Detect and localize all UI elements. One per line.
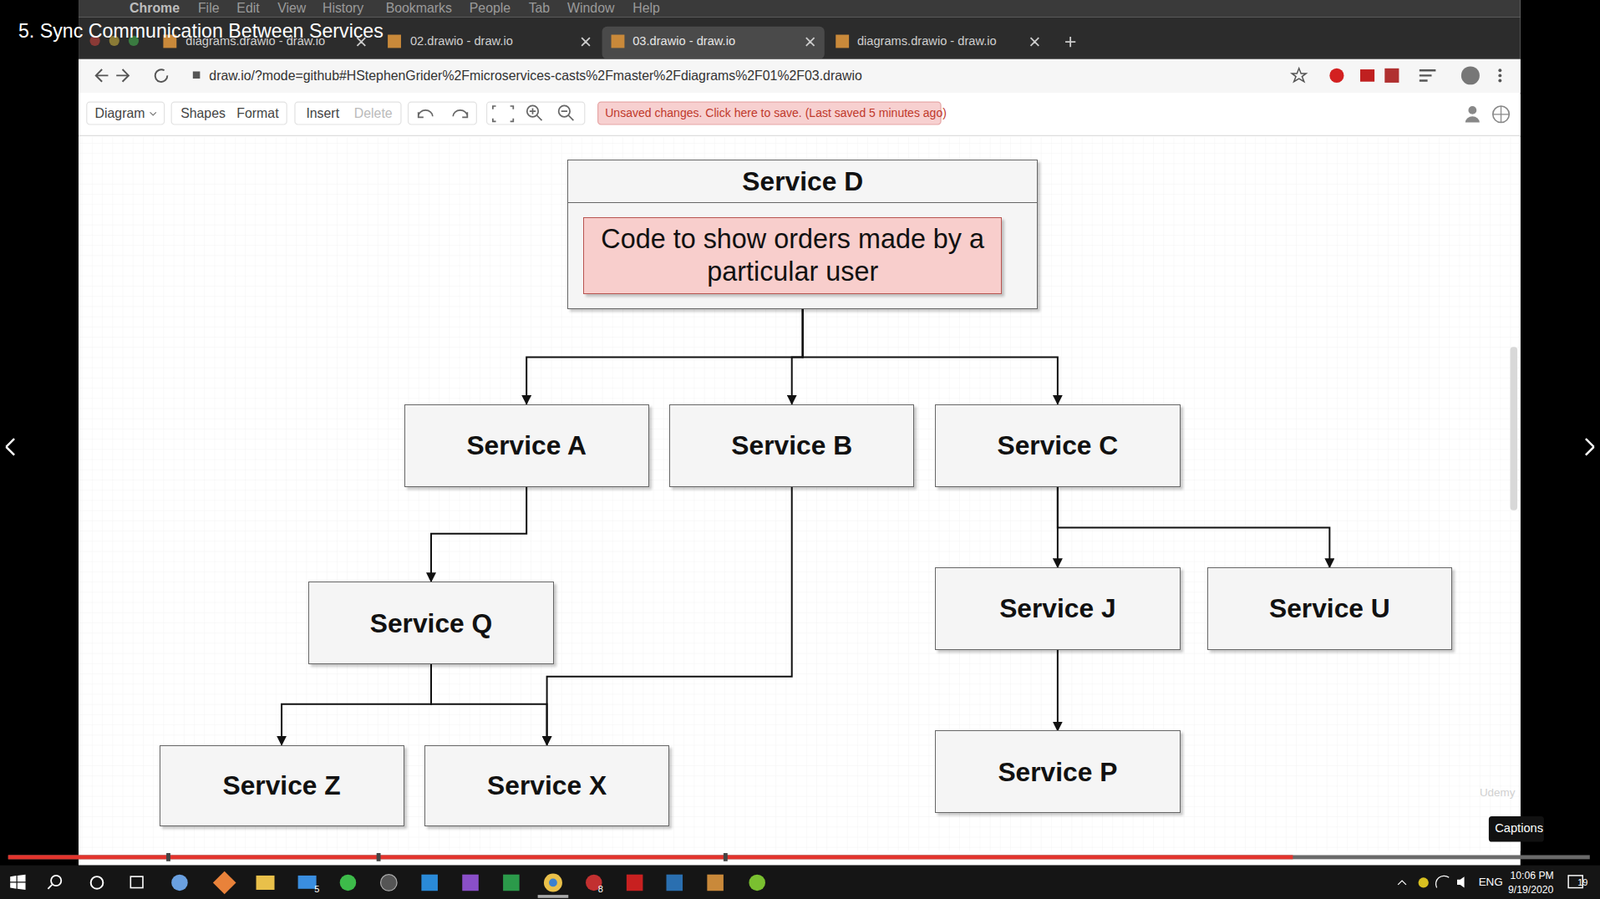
- connector-arrow: [1056, 487, 1059, 568]
- box-label: Service J: [999, 592, 1116, 625]
- address-url: draw.io/?mode=github#HStephenGrider%2Fmi…: [208, 67, 862, 84]
- save-notice: Unsaved changes. Click here to save. (La…: [604, 106, 947, 121]
- note-box: Code to show orders made by a particular…: [583, 217, 1002, 295]
- service-box: Service D Code to show orders made by a p…: [567, 159, 1038, 310]
- badge-number: 5: [314, 883, 320, 895]
- connector-arrow: [281, 664, 432, 745]
- menu-item: Chrome: [129, 0, 180, 16]
- menu-item: View: [277, 0, 306, 16]
- box-label: Service Z: [222, 769, 341, 802]
- service-box: Service P: [934, 730, 1181, 813]
- service-box: Service X: [424, 745, 670, 828]
- menu-item: Window: [567, 0, 615, 16]
- connector-arrow: [802, 309, 1058, 405]
- toolbar-button: Shapes: [180, 105, 226, 122]
- connector-arrow: [1057, 487, 1330, 568]
- connector-arrow: [1056, 650, 1059, 731]
- box-label: Service X: [487, 769, 607, 802]
- toolbar-button: Delete: [354, 105, 393, 122]
- menu-item: File: [198, 0, 220, 16]
- tab-title: 02.drawio - draw.io: [410, 34, 514, 50]
- service-box: Service A: [404, 404, 650, 488]
- tab-title: diagrams.drawio - draw.io: [857, 34, 997, 50]
- connector-arrow: [547, 487, 793, 746]
- clock-date: 9/19/2020: [1508, 883, 1554, 897]
- toolbar-button: Format: [236, 105, 279, 122]
- menu-item: Tab: [528, 0, 551, 16]
- connector-arrow: [526, 309, 803, 405]
- box-label: Service Q: [370, 607, 493, 640]
- watermark: Udemy: [1479, 786, 1516, 800]
- menu-item: Edit: [236, 0, 260, 16]
- connector-arrow: [792, 309, 803, 405]
- menu-item: History: [322, 0, 364, 16]
- toolbar-button: Insert: [305, 105, 340, 122]
- badge-number: 8: [598, 883, 604, 895]
- language-indicator: ENG: [1478, 875, 1504, 889]
- toolbar-button: Diagram: [95, 105, 146, 122]
- service-box: Service Q: [308, 581, 554, 665]
- notification-count: 19: [1577, 877, 1588, 889]
- connector-arrow: [431, 487, 527, 583]
- service-box: Service B: [669, 404, 915, 488]
- connector-arrow: [431, 664, 548, 745]
- box-label: Service C: [996, 429, 1118, 462]
- captions-button: Captions: [1494, 821, 1544, 837]
- box-label: Service P: [997, 756, 1118, 788]
- tab-title: diagrams.drawio - draw.io: [185, 34, 326, 50]
- tab-title: 03.drawio - draw.io: [632, 34, 736, 50]
- box-heading: Service D: [568, 160, 1037, 204]
- box-label: Service U: [1269, 592, 1391, 625]
- box-label: Code to show orders made by a particular…: [592, 223, 993, 289]
- box-label: Service A: [466, 429, 587, 462]
- menu-item: Help: [632, 0, 661, 16]
- menu-item: Bookmarks: [386, 0, 453, 16]
- box-label: Service B: [731, 429, 853, 462]
- menu-item: People: [469, 0, 511, 16]
- service-box: Service Z: [159, 745, 405, 828]
- clock-time: 10:06 PM: [1510, 869, 1555, 883]
- service-box: Service J: [934, 567, 1181, 651]
- service-box: Service C: [934, 404, 1181, 488]
- service-box: Service U: [1207, 567, 1453, 651]
